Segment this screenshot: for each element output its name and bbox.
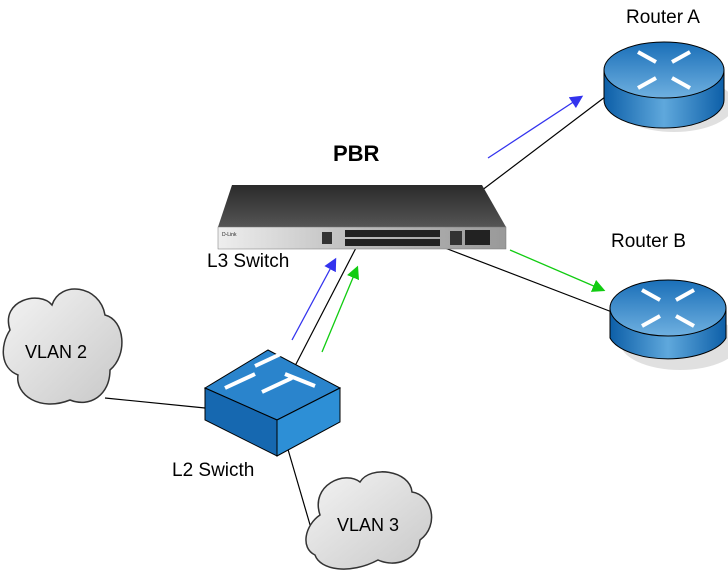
switch-ports: [322, 230, 490, 246]
green-flow-arrow-1: [321, 265, 359, 353]
link-l2-vlan3: [286, 445, 314, 536]
l3-switch-brand: D-Link: [222, 232, 237, 238]
vlan3-label: VLAN 3: [337, 515, 400, 535]
l3-switch-label: L3 Switch: [207, 251, 290, 272]
router-arrows-icon: [637, 50, 691, 90]
blue-flow-arrow-1: [291, 257, 337, 341]
router-a-label: Router A: [626, 7, 700, 28]
l2-switch-label: L2 Swicth: [172, 460, 255, 481]
vlan2-cloud[interactable]: [2, 288, 123, 405]
router-b[interactable]: [609, 279, 728, 370]
vlan3-cloud[interactable]: [305, 471, 433, 570]
router-arrows-icon: [641, 288, 695, 328]
flow-arrows: [291, 95, 606, 353]
l3-switch[interactable]: D-Link: [217, 185, 507, 250]
router-a[interactable]: [603, 41, 728, 132]
blue-flow-arrow-2: [487, 95, 584, 159]
links: [104, 96, 613, 536]
diagram-title: PBR: [333, 141, 380, 166]
vlan2-label: VLAN 2: [25, 342, 88, 362]
switch-arrows-icon: [224, 350, 316, 394]
link-l3-router-b: [431, 242, 613, 313]
l2-switch[interactable]: [203, 349, 342, 457]
router-b-label: Router B: [611, 231, 686, 252]
green-flow-arrow-2: [509, 249, 606, 292]
link-l2-vlan2: [104, 397, 206, 409]
link-l3-l2: [294, 243, 359, 367]
